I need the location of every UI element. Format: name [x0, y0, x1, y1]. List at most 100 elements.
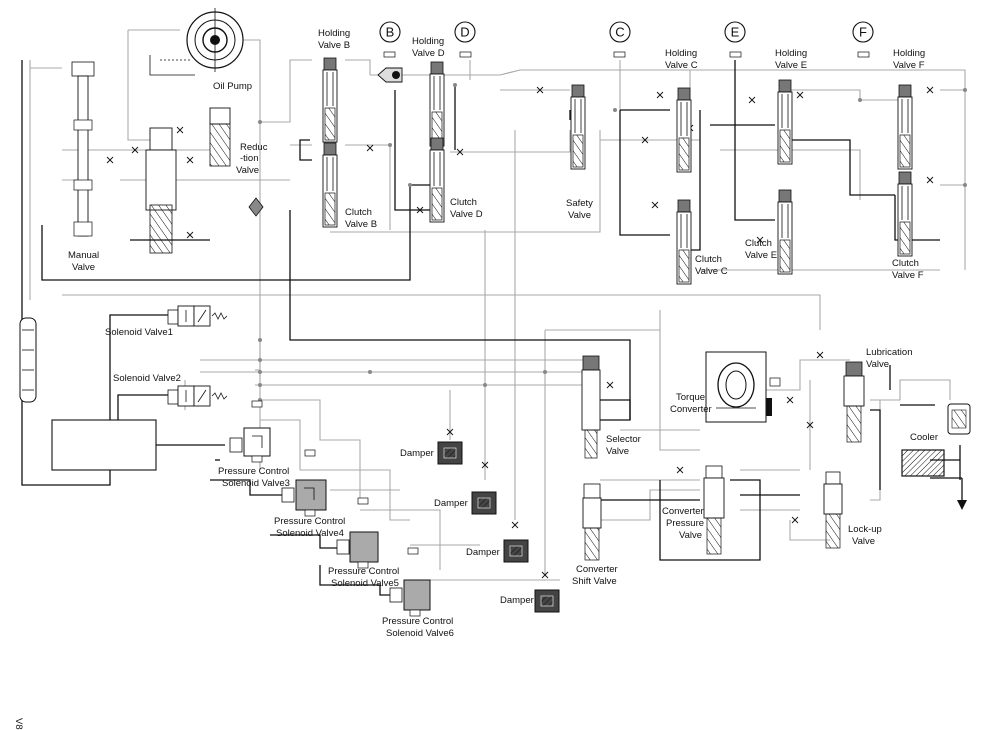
clutch-valve-e-label-1: Clutch: [745, 238, 772, 249]
converter-pressure-valve-label-1: Converter: [662, 506, 704, 517]
clutch-valve-f: Clutch Valve F: [892, 171, 924, 281]
lubrication-valve-label-2: Valve: [866, 359, 889, 370]
holding-valve-b-label-1: Holding: [318, 28, 350, 39]
holding-valve-b-label-2: Valve B: [318, 40, 350, 51]
damper-4-label: Damper: [500, 595, 534, 606]
damper-2: Damper: [434, 491, 497, 515]
svg-text:C: C: [615, 25, 624, 40]
reduction-valve: Reduc -tion Valve: [209, 107, 268, 176]
clutch-valve-e-label-2: Valve E: [745, 250, 777, 261]
converter-pressure-valve-label-3: Valve: [679, 530, 702, 541]
pressure-control-solenoid-6: Pressure Control Solenoid Valve6: [382, 579, 454, 639]
clutch-valve-b-label-2: Valve B: [345, 219, 377, 230]
holding-valve-d: Holding Valve D: [412, 36, 445, 147]
pcs-5-label-2: Solenoid Valve5: [331, 578, 399, 589]
line-label-b: B: [379, 21, 401, 58]
holding-valve-c: Holding Valve C: [665, 48, 698, 173]
black-pressure-lines: [21, 60, 961, 596]
converter-shift-valve: Converter Shift Valve: [572, 483, 618, 587]
clutch-valve-d: Clutch Valve D: [429, 137, 483, 223]
lockup-valve-label-2: Valve: [852, 536, 875, 547]
holding-valve-f-label-1: Holding: [893, 48, 925, 59]
manual-valve-label-1: Manual: [68, 250, 99, 261]
safety-valve-label-1: Safety: [566, 198, 593, 209]
damper-1-label: Damper: [400, 448, 434, 459]
holding-valve-c-label-2: Valve C: [665, 60, 698, 71]
holding-valve-d-label-1: Holding: [412, 36, 444, 47]
junction-dots: [258, 83, 967, 402]
solenoid-valve-1: Solenoid Valve1: [105, 305, 228, 338]
holding-valve-f: Holding Valve F: [893, 48, 925, 170]
torque-converter-label-2: Converter: [670, 404, 712, 415]
pcs-4-label-2: Solenoid Valve4: [276, 528, 344, 539]
line-label-e: E: [724, 21, 746, 58]
converter-shift-valve-label-2: Shift Valve: [572, 576, 617, 587]
regulator-valve: [145, 127, 177, 254]
oil-pump: Oil Pump: [149, 8, 252, 92]
clutch-valve-f-label-2: Valve F: [892, 270, 924, 281]
line-label-f: F: [852, 21, 874, 58]
pressure-control-solenoid-3: Pressure Control Solenoid Valve3: [218, 427, 290, 489]
left-accumulator: [19, 317, 37, 403]
control-unit-box: [51, 419, 157, 471]
clutch-valve-d-label-1: Clutch: [450, 197, 477, 208]
reduction-valve-label-2: -tion: [240, 153, 258, 164]
converter-pressure-valve: Converter Pressure Valve: [662, 465, 725, 555]
selector-valve: Selector Valve: [581, 355, 641, 459]
pcs-5-label-1: Pressure Control: [328, 566, 399, 577]
pressure-control-solenoid-5: Pressure Control Solenoid Valve5: [328, 531, 399, 589]
line-label-d: D: [454, 21, 476, 58]
solenoid-valve-2-label: Solenoid Valve2: [113, 373, 181, 384]
oil-pump-label: Oil Pump: [213, 81, 252, 92]
filter-icon: [248, 197, 264, 217]
damper-3-label: Damper: [466, 547, 500, 558]
manual-valve: Manual Valve: [68, 61, 99, 273]
holding-valve-f-label-2: Valve F: [893, 60, 925, 71]
converter-pressure-valve-label-2: Pressure: [666, 518, 704, 529]
pcs-4-label-1: Pressure Control: [274, 516, 345, 527]
svg-text:F: F: [859, 25, 867, 40]
holding-valve-b: Holding Valve B: [318, 28, 350, 143]
svg-text:B: B: [386, 25, 395, 40]
pressure-control-solenoid-4: Pressure Control Solenoid Valve4: [274, 479, 345, 539]
figure-code: V8335A11: [13, 718, 24, 730]
svg-text:D: D: [460, 25, 469, 40]
check-valve: [377, 67, 403, 83]
damper-3: Damper: [466, 539, 529, 563]
clutch-valve-b-label-1: Clutch: [345, 207, 372, 218]
clutch-valve-c-label-2: Valve C: [695, 266, 728, 277]
reduction-valve-label-3: Valve: [236, 165, 259, 176]
pcs-6-label-1: Pressure Control: [382, 616, 453, 627]
lockup-valve-label-1: Lock-up: [848, 524, 882, 535]
restrictor-marks: [106, 86, 934, 579]
selector-valve-label-2: Valve: [606, 446, 629, 457]
svg-text:E: E: [731, 25, 740, 40]
holding-valve-e-label-1: Holding: [775, 48, 807, 59]
cooler: Cooler: [901, 432, 967, 510]
damper-4: Damper: [500, 589, 560, 613]
pcs-3-label-1: Pressure Control: [218, 466, 289, 477]
selector-valve-label-1: Selector: [606, 434, 641, 445]
line-label-c: C: [609, 21, 631, 58]
clutch-valve-c-label-1: Clutch: [695, 254, 722, 265]
lubrication-valve: Lubrication Valve: [843, 347, 912, 443]
small-orifice-boxes: [251, 377, 781, 555]
safety-valve-label-2: Valve: [568, 210, 591, 221]
clutch-valve-b: Clutch Valve B: [322, 142, 377, 230]
holding-valve-e-label-2: Valve E: [775, 60, 807, 71]
pcs-3-label-2: Solenoid Valve3: [222, 478, 290, 489]
holding-valve-c-label-1: Holding: [665, 48, 697, 59]
clutch-valve-c: Clutch Valve C: [676, 199, 728, 285]
holding-valve-e: Holding Valve E: [775, 48, 807, 165]
clutch-valve-d-label-2: Valve D: [450, 209, 483, 220]
lubrication-valve-label-1: Lubrication: [866, 347, 912, 358]
lockup-valve: Lock-up Valve: [823, 471, 882, 549]
reduction-valve-label-1: Reduc: [240, 142, 268, 153]
clutch-valve-f-label-1: Clutch: [892, 258, 919, 269]
safety-valve: Safety Valve: [566, 84, 593, 221]
converter-shift-valve-label-1: Converter: [576, 564, 618, 575]
oil-filter: [947, 403, 971, 435]
pcs-6-label-2: Solenoid Valve6: [386, 628, 454, 639]
torque-converter: Torque Converter: [670, 351, 772, 423]
